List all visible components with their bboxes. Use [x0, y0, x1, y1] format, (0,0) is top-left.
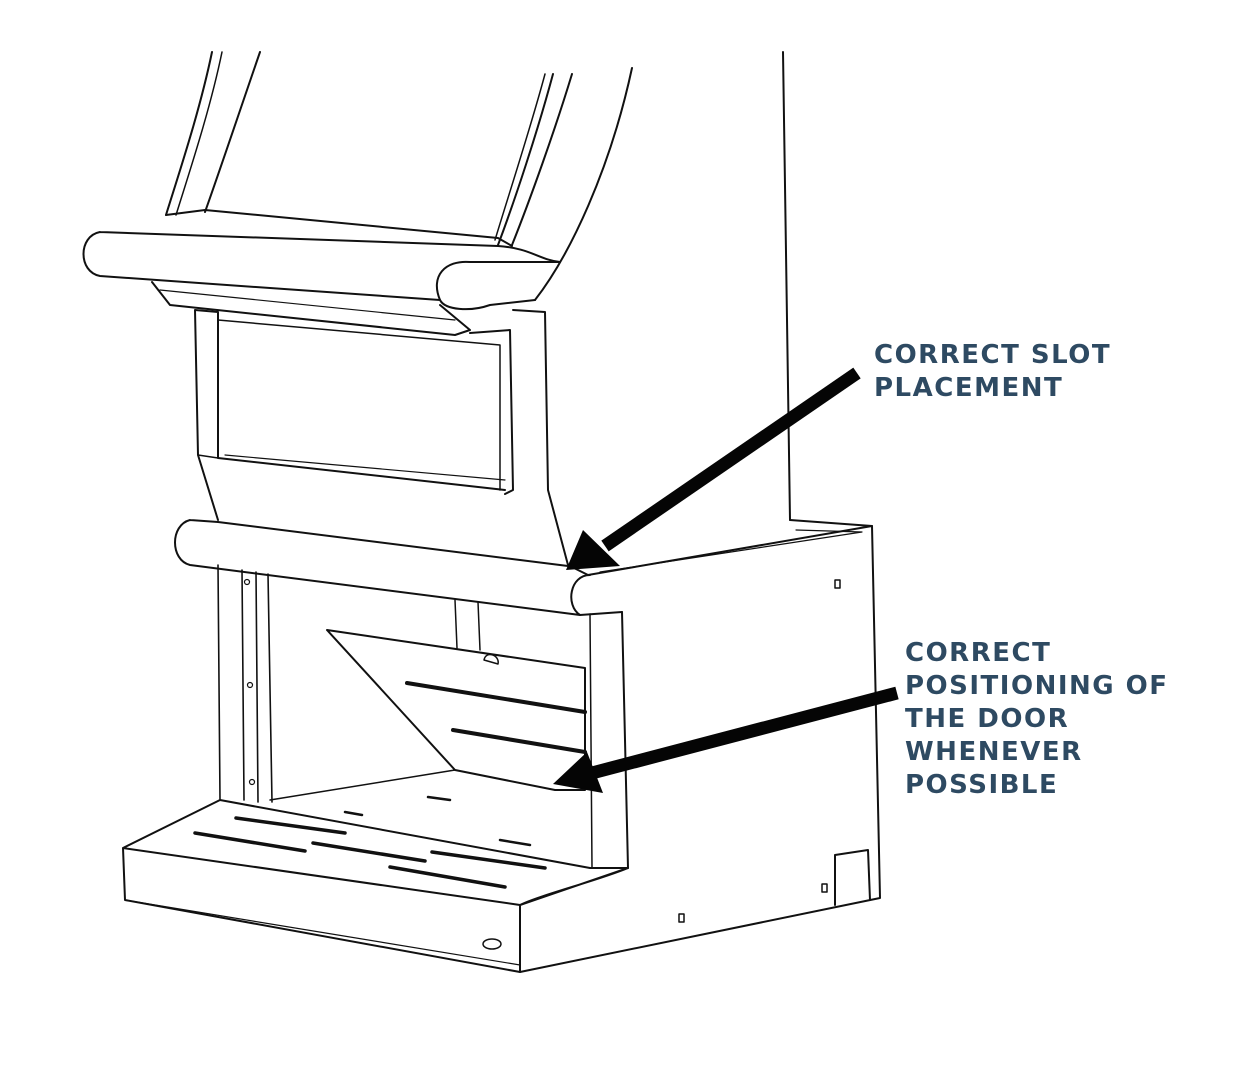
callout-door-line-3: THE DOOR	[905, 704, 1070, 734]
slot-right-side-edge	[782, 51, 791, 521]
arrow-slot-placement	[566, 367, 861, 570]
slot-button-deck	[82, 231, 561, 301]
callout-arrows	[553, 367, 899, 793]
stand-right-side-panel	[519, 525, 881, 973]
callout-door-line-4: WHENEVER	[905, 737, 1083, 767]
callout-slot-placement-label: CORRECT SLOT PLACEMENT	[874, 339, 1111, 405]
stand-top-surface	[567, 519, 873, 576]
callout-door-line-5: POSSIBLE	[905, 770, 1059, 800]
stand-base-tray	[122, 799, 629, 973]
slot-stand-base	[122, 519, 881, 973]
callout-door-line-1: CORRECT	[905, 638, 1052, 668]
callout-slot-line-1: CORRECT SLOT	[874, 340, 1112, 370]
callout-slot-line-2: PLACEMENT	[874, 373, 1064, 403]
callout-door-line-2: POSITIONING OF	[905, 671, 1169, 701]
slot-machine-upper	[82, 51, 791, 566]
stand-door-panel	[326, 629, 586, 791]
arrow-door-positioning	[553, 686, 899, 793]
slot-screen-frame-right	[534, 67, 633, 301]
callout-door-positioning-label: CORRECT POSITIONING OF THE DOOR WHENEVER…	[905, 637, 1169, 802]
slot-screen-frame-left	[165, 51, 213, 216]
stand-left-upright	[217, 564, 273, 803]
stand-front-rail	[174, 519, 591, 616]
